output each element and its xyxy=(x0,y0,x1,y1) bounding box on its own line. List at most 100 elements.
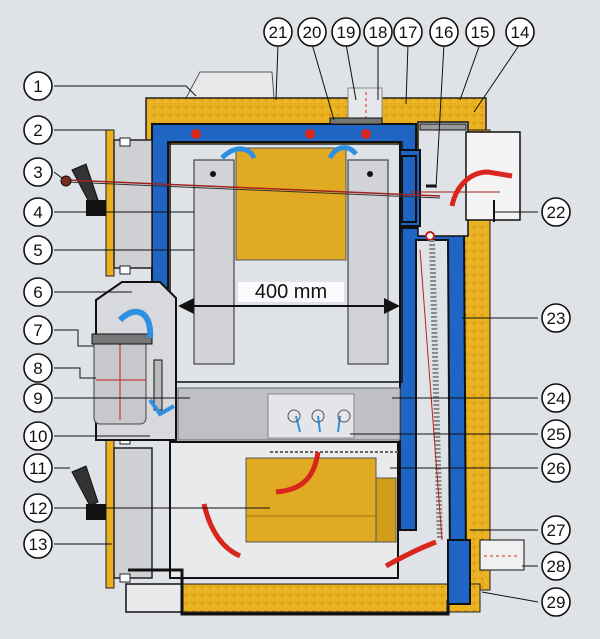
air-arrow-top-right xyxy=(327,145,358,160)
tube-dot-3 xyxy=(361,129,371,139)
callout-circle xyxy=(23,383,53,413)
callout-circle xyxy=(23,453,53,483)
callout-number: 20 xyxy=(303,23,322,42)
right-baffle-plate xyxy=(347,159,389,365)
callout-5: 5 xyxy=(23,235,53,265)
callout-number: 18 xyxy=(369,23,388,42)
callout-16: 16 xyxy=(429,17,459,47)
callout-number: 27 xyxy=(547,521,566,540)
callout-circle xyxy=(541,551,571,581)
callout-3: 3 xyxy=(23,157,53,187)
callout-28: 28 xyxy=(541,551,571,581)
callout-number: 5 xyxy=(33,241,42,260)
callout-circle xyxy=(263,17,293,47)
callout-number: 7 xyxy=(33,321,42,340)
flue-collar xyxy=(417,121,469,237)
return-pipe xyxy=(479,539,525,571)
bottom-insulation xyxy=(129,583,481,613)
air-arrow-top-left xyxy=(220,146,257,160)
callout-27: 27 xyxy=(541,515,571,545)
dimension-label-bg xyxy=(238,282,344,302)
sensor-well-inner xyxy=(401,155,417,223)
upper-hinge-top xyxy=(119,137,131,147)
callout-number: 24 xyxy=(547,389,566,408)
callout-circle xyxy=(429,17,459,47)
callout-number: 25 xyxy=(547,425,566,444)
callout-number: 12 xyxy=(29,499,48,518)
upper-door-insulation xyxy=(105,129,115,277)
control-rod-upper xyxy=(65,179,441,197)
callout-18: 18 xyxy=(363,17,393,47)
callout-circle xyxy=(541,303,571,333)
upper-door-handle xyxy=(71,163,106,216)
air-arrow-nozzle xyxy=(148,398,175,417)
left-baffle-plate xyxy=(193,159,235,365)
callout-circle xyxy=(23,235,53,265)
callout-number: 9 xyxy=(33,389,42,408)
callout-1: 1 xyxy=(23,71,53,101)
callout-number: 29 xyxy=(547,593,566,612)
air-arrow-fan xyxy=(117,308,154,339)
callout-circle xyxy=(23,115,53,145)
callout-14: 14 xyxy=(505,17,535,47)
tube-dot-2 xyxy=(305,129,315,139)
callout-circle xyxy=(505,17,535,47)
callout-19: 19 xyxy=(331,17,361,47)
callout-circle xyxy=(297,17,327,47)
nozzle-block xyxy=(267,393,355,439)
callout-circle xyxy=(23,315,53,345)
callout-circle xyxy=(23,71,53,101)
callout-number: 15 xyxy=(471,23,490,42)
callout-number: 3 xyxy=(33,163,42,182)
bolt-right xyxy=(367,171,373,177)
callout-2: 2 xyxy=(23,115,53,145)
callout-number: 17 xyxy=(399,23,418,42)
callout-7: 7 xyxy=(23,315,53,345)
top-cover xyxy=(185,71,275,99)
tube-dot-1 xyxy=(191,129,201,139)
air-damper xyxy=(153,359,163,411)
supply-flange xyxy=(329,117,383,125)
callout-number: 22 xyxy=(547,203,566,222)
callout-12: 12 xyxy=(23,493,53,523)
flue-arrow-3 xyxy=(384,539,437,569)
callout-circle xyxy=(331,17,361,47)
callout-circle xyxy=(23,157,53,187)
callout-circle xyxy=(23,493,53,523)
callout-circle xyxy=(465,17,495,47)
lower-door-insulation xyxy=(105,439,115,589)
callout-25: 25 xyxy=(541,419,571,449)
callout-17: 17 xyxy=(393,17,423,47)
control-rod-lower xyxy=(65,181,441,199)
fuel-deflector-plate xyxy=(235,147,347,261)
callout-circle xyxy=(541,587,571,617)
turbulator-axis xyxy=(419,249,443,541)
callout-circle xyxy=(541,453,571,483)
callout-number: 14 xyxy=(511,23,530,42)
callout-circle xyxy=(363,17,393,47)
lower-door xyxy=(113,447,153,579)
callout-26: 26 xyxy=(541,453,571,483)
callout-circle xyxy=(23,197,53,227)
flue-cover xyxy=(419,123,467,131)
callout-circle xyxy=(541,419,571,449)
dimension-label: 400 mm xyxy=(255,281,327,303)
callout-circle xyxy=(23,421,53,451)
callout-22: 22 xyxy=(541,197,571,227)
callout-circle xyxy=(541,197,571,227)
rod-pivot xyxy=(425,231,435,241)
callout-number: 21 xyxy=(269,23,288,42)
callout-circle xyxy=(541,515,571,545)
secondary-block-side xyxy=(375,477,397,543)
callout-number: 2 xyxy=(33,121,42,140)
flue-arrow-exit xyxy=(449,169,513,207)
lower-door-handle xyxy=(71,465,106,520)
callout-20: 20 xyxy=(297,17,327,47)
nozzle-holes xyxy=(287,409,351,423)
callout-number: 8 xyxy=(33,359,42,378)
base-frame-left xyxy=(125,583,183,613)
combustion-chamber xyxy=(169,141,403,383)
callout-circle xyxy=(393,17,423,47)
drain-leg xyxy=(447,539,471,605)
